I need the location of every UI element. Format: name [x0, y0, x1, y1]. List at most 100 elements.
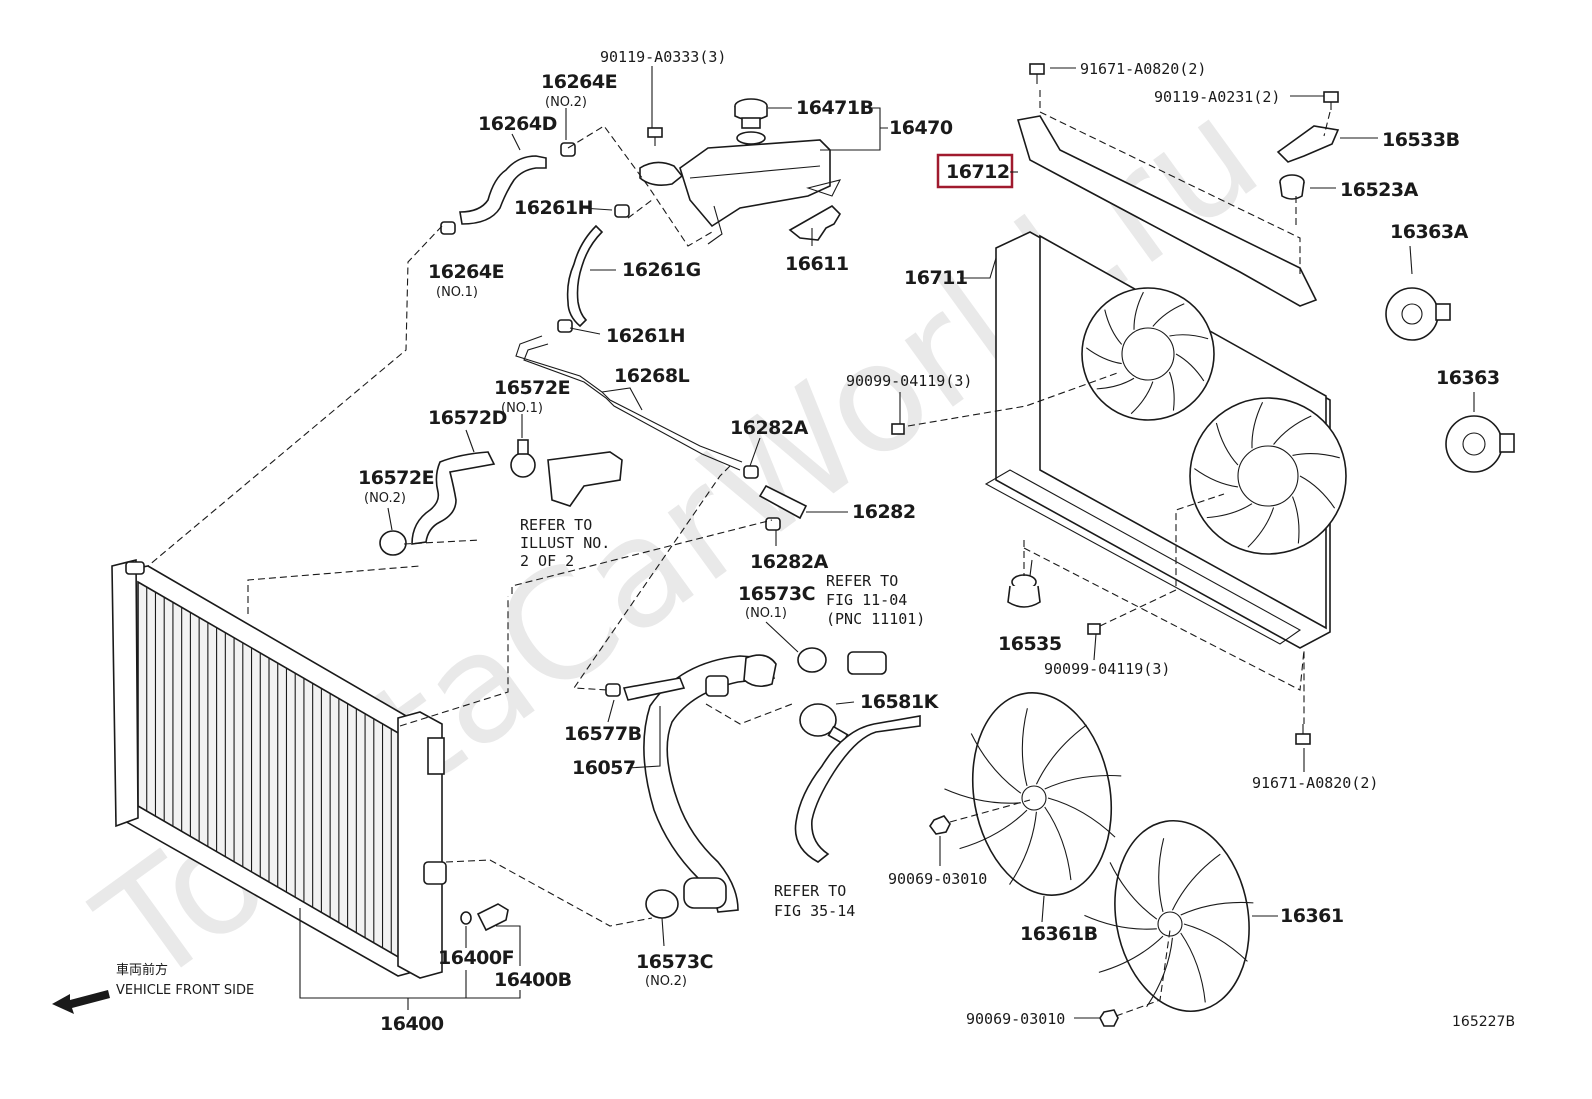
- shroud-blade: [1133, 291, 1144, 330]
- label-16470: 16470: [889, 117, 953, 139]
- label-16573c-top: 16573C: [738, 583, 815, 605]
- label-no1-a: (NO.1): [436, 285, 478, 300]
- shroud-blade: [1194, 468, 1239, 488]
- fan-blade: [1084, 914, 1157, 930]
- label-16523a: 16523A: [1340, 179, 1419, 201]
- label-16261g: 16261G: [622, 259, 701, 281]
- fan-16361[interactable]: [1084, 810, 1263, 1022]
- label-16363: 16363: [1436, 367, 1500, 389]
- hose-16282[interactable]: [758, 484, 808, 520]
- radiator-16400[interactable]: [111, 558, 447, 979]
- shroud-blade: [1175, 353, 1205, 382]
- pipe-16268l[interactable]: [515, 335, 743, 471]
- shroud-blade: [1169, 334, 1209, 340]
- fan-shroud-ring-upper: [1081, 287, 1215, 421]
- label-16361b: 16361B: [1020, 923, 1098, 945]
- label-refer-fig11-2: FIG 11-04: [826, 591, 907, 609]
- fan-blade: [944, 788, 1021, 804]
- clamp-16282a-lower[interactable]: [765, 517, 781, 531]
- fan-motor-16363[interactable]: [1445, 415, 1515, 473]
- bolt-90099-04119-b[interactable]: [1087, 623, 1101, 635]
- fan-blade: [959, 809, 1028, 850]
- label-90099-04119-b: 90099-04119(3): [1044, 660, 1170, 678]
- bracket-16611[interactable]: [788, 205, 842, 241]
- fan-16361b[interactable]: [944, 682, 1126, 907]
- hose-16261g[interactable]: [566, 224, 604, 328]
- label-16268l: 16268L: [614, 365, 690, 387]
- hose-16572d[interactable]: [411, 451, 496, 545]
- label-90119-a0333: 90119-A0333(3): [600, 48, 726, 66]
- hose-fitting[interactable]: [705, 654, 777, 697]
- hose-16057[interactable]: [643, 655, 776, 913]
- clamp-16261h-lower[interactable]: [557, 319, 573, 333]
- label-vehicle-front-jp: 車両前方: [116, 962, 168, 978]
- label-16535: 16535: [998, 633, 1062, 655]
- label-refer-illust-1: REFER TO: [520, 516, 592, 534]
- bolt-91671-a0820-lower[interactable]: [1295, 724, 1311, 745]
- label-16264e-top: 16264E: [541, 71, 617, 93]
- clamp-16572e-no2[interactable]: [379, 530, 407, 556]
- label-16572e-top: 16572E: [494, 377, 570, 399]
- cushion-16523a[interactable]: [1279, 174, 1305, 200]
- clamp-16282a-upper[interactable]: [743, 465, 759, 479]
- part-labels: 90119-A0333(3) 16264E (NO.2) 16264D 1647…: [116, 48, 1515, 1035]
- shroud-blade: [1215, 422, 1239, 466]
- label-refer-fig11-1: REFER TO: [826, 572, 898, 590]
- reservoir-tank[interactable]: [639, 139, 842, 245]
- shroud-blade: [1292, 452, 1340, 459]
- support-bracket-16712[interactable]: [1016, 115, 1318, 307]
- bracket-16533b[interactable]: [1276, 125, 1340, 163]
- clamp-16572e-no1[interactable]: [510, 439, 536, 478]
- fan-blade: [1171, 853, 1221, 911]
- clamp-16577b[interactable]: [605, 683, 621, 697]
- shroud-blade: [1085, 347, 1122, 365]
- label-16471b: 16471B: [796, 97, 874, 119]
- label-refer-illust-2: ILLUST NO.: [520, 534, 610, 552]
- shroud-blade: [1168, 371, 1175, 411]
- hose-end[interactable]: [683, 877, 727, 909]
- label-16533b: 16533B: [1382, 129, 1460, 151]
- clamp-16573c-no2[interactable]: [645, 889, 679, 919]
- label-91671-a0820-top: 91671-A0820(2): [1080, 60, 1206, 78]
- label-90099-04119-a: 90099-04119(3): [846, 372, 972, 390]
- shroud-blade: [1096, 377, 1135, 390]
- water-outlet[interactable]: [547, 451, 623, 507]
- fan-blade: [1180, 932, 1206, 1003]
- nut-90069-03010-b[interactable]: [1099, 1009, 1119, 1027]
- drain-cock-16400b[interactable]: [476, 903, 509, 932]
- label-16577b: 16577B: [564, 723, 642, 745]
- label-90069-03010-a: 90069-03010: [888, 870, 987, 888]
- cushion-16535[interactable]: [1007, 574, 1041, 608]
- hose-16264d[interactable]: [459, 155, 547, 225]
- nut-90069-03010-a[interactable]: [929, 815, 951, 835]
- fan-motor-16363a[interactable]: [1385, 287, 1451, 341]
- bolt-90119-a0231[interactable]: [1323, 91, 1339, 110]
- clamp-16261h-upper[interactable]: [614, 204, 630, 218]
- fan-blade: [1021, 708, 1028, 787]
- clamp-16264e-no1[interactable]: [440, 221, 456, 235]
- clamp-16581k[interactable]: [799, 703, 849, 745]
- o-ring-16400f[interactable]: [460, 911, 472, 925]
- bolt-90119-a0333[interactable]: [647, 127, 663, 146]
- label-16400: 16400: [380, 1013, 444, 1035]
- label-16282a-b: 16282A: [750, 551, 829, 573]
- label-refer-fig35-1: REFER TO: [774, 882, 846, 900]
- leader-lines: [299, 66, 1475, 1019]
- clamp-16573c-no1[interactable]: [797, 647, 827, 673]
- shroud-blade: [1273, 415, 1312, 445]
- hose-16577b-line[interactable]: [622, 677, 686, 701]
- phantom-lines: [147, 90, 1331, 1017]
- label-16361: 16361: [1280, 905, 1344, 927]
- shroud-blade: [1299, 475, 1336, 509]
- bolt-90099-04119-a[interactable]: [891, 423, 905, 435]
- reservoir-cap-16471b[interactable]: [734, 98, 768, 145]
- fan-blade: [970, 733, 1022, 794]
- fan-blade: [1035, 724, 1087, 785]
- shroud-blade: [1251, 401, 1264, 449]
- label-16573c-bot: 16573C: [636, 951, 713, 973]
- fan-blade: [1146, 937, 1173, 1008]
- bolt-91671-a0820-upper[interactable]: [1029, 63, 1045, 84]
- sleeve-pipe[interactable]: [847, 651, 887, 675]
- hose-refer-fig-35-14[interactable]: [794, 715, 921, 863]
